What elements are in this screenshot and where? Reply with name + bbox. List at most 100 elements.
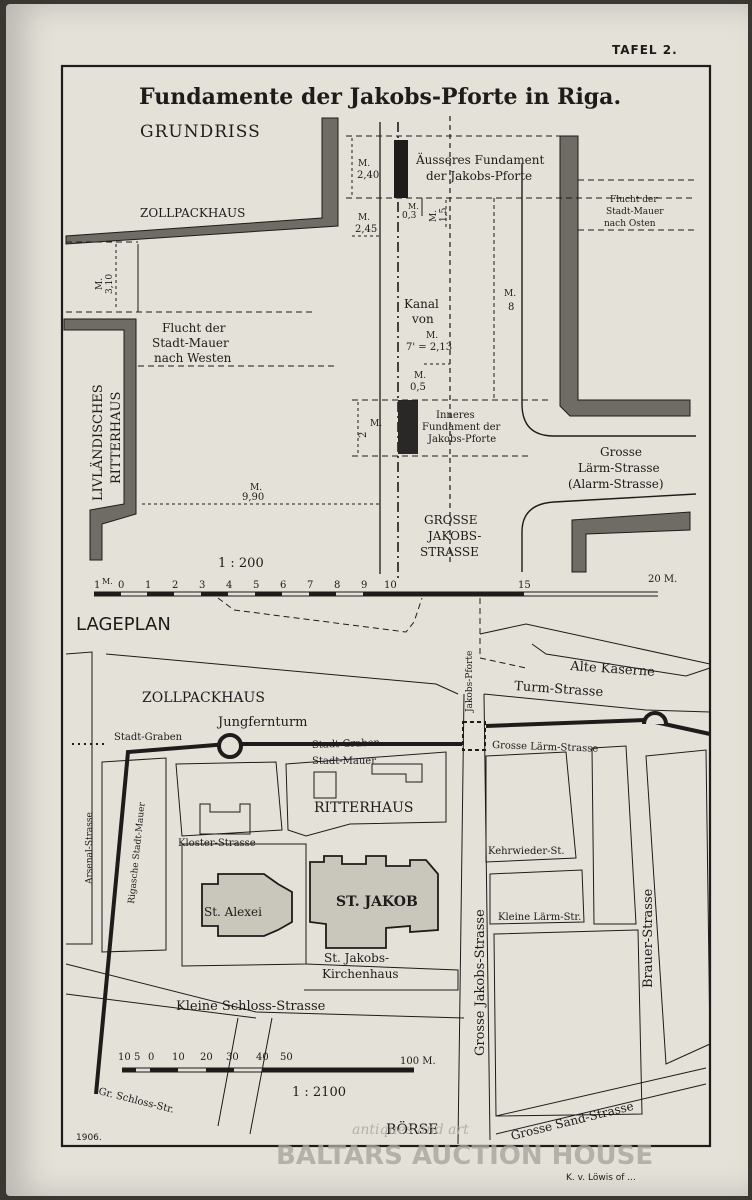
year-label: 1906. bbox=[76, 1133, 102, 1143]
dim-245-prefix: M. bbox=[358, 213, 370, 223]
grundriss-heading: GRUNDRISS bbox=[140, 122, 261, 142]
lageplan-scale-label: 1 : 2100 bbox=[292, 1085, 346, 1100]
block-kirchenhaus bbox=[304, 963, 459, 991]
kanal-label-2: von bbox=[411, 312, 434, 326]
street-edge bbox=[65, 993, 257, 1019]
flucht-west-3: nach Westen bbox=[154, 351, 232, 365]
kanal-label-1: Kanal bbox=[404, 297, 439, 311]
kirchenhaus-label-1: St. Jakobs- bbox=[324, 951, 389, 965]
inner-foundation-label-3: Jakobs-Pforte bbox=[427, 434, 496, 445]
scale-unit: M. bbox=[102, 577, 113, 586]
dim-245: 2,45 bbox=[355, 224, 377, 235]
dim-15: 1,5 bbox=[439, 207, 449, 222]
stadt-graben-label-1: Stadt-Graben bbox=[114, 732, 183, 743]
kehrwieder-label: Kehrwieder-St. bbox=[488, 846, 565, 857]
stadt-mauer-label: Stadt-Mauer bbox=[312, 756, 376, 767]
alte-kaserne-label: Alte Kaserne bbox=[569, 659, 656, 680]
scale-segment bbox=[150, 1068, 178, 1072]
scale-tick: 30 bbox=[226, 1052, 239, 1063]
dim-15-prefix: M. bbox=[429, 210, 439, 222]
block-south-east bbox=[493, 929, 643, 1117]
scale-segment bbox=[147, 592, 174, 596]
block-north bbox=[175, 761, 283, 837]
jakobs-strasse-1: GROSSE bbox=[424, 513, 477, 527]
scale-tick: 15 bbox=[518, 580, 531, 591]
sand-strasse-edge bbox=[495, 1083, 707, 1135]
grosse-sand-label: Grosse Sand-Strasse bbox=[509, 1099, 635, 1143]
scale-tick: 9 bbox=[361, 580, 367, 591]
ritterhaus-label: RITTERHAUS bbox=[314, 800, 413, 816]
kloster-strasse-label: Kloster-Strasse bbox=[178, 838, 256, 849]
dim-05: 0,5 bbox=[410, 382, 426, 393]
st-jakob-church bbox=[309, 855, 439, 949]
grosse-laerm-lageplan-label: Grosse Lärm-Strasse bbox=[492, 740, 599, 755]
dim-03: 0,3 bbox=[402, 211, 417, 221]
lageplan-map: Alte Kaserne Turm-Strasse ZOLLPACKHAUS J… bbox=[65, 623, 711, 1145]
inner-foundation-label-2: Fundament der bbox=[422, 422, 501, 433]
east-city-wall bbox=[559, 135, 691, 417]
scale-segment bbox=[363, 592, 390, 596]
dim-03-prefix: M. bbox=[408, 202, 419, 211]
rigasche-mauer-label: Rigasche Stadt-Mauer bbox=[127, 801, 148, 904]
jungfernturm-tower bbox=[217, 733, 243, 759]
jakobs-street-east bbox=[483, 693, 491, 1141]
block-arsenal bbox=[101, 757, 167, 953]
scale-segment bbox=[390, 592, 524, 596]
dim-2: 2 bbox=[358, 432, 369, 438]
grundriss-scale-label: 1 : 200 bbox=[218, 556, 264, 571]
watermark-top: antiques and art bbox=[352, 1122, 469, 1138]
jakobs-strasse-2: JAKOBS- bbox=[426, 529, 482, 543]
block-east bbox=[591, 745, 637, 925]
scale-tick: 2 bbox=[172, 580, 178, 591]
block-kleine-laerm bbox=[489, 869, 585, 925]
kleine-laerm-label: Kleine Lärm-Str. bbox=[498, 912, 581, 923]
scale-tick: 10 bbox=[118, 1052, 131, 1063]
scale-tick: 5 bbox=[253, 580, 259, 591]
inner-foundation bbox=[398, 400, 418, 454]
kanal-m-prefix: M. bbox=[426, 331, 438, 341]
zollpackhaus-wall bbox=[65, 117, 339, 245]
street-edge-south bbox=[521, 493, 697, 572]
grundriss-plan: ZOLLPACKHAUS LIVLÄNDISCHES RITTERHAUS bbox=[63, 116, 697, 579]
grundriss-scale-bar: 1 M. 0 1 2 3 4 5 6 7 8 9 10 15 20 M. bbox=[94, 574, 677, 597]
plate-label: TAFEL 2. bbox=[612, 43, 678, 57]
scale-tick: 20 bbox=[200, 1052, 213, 1063]
scale-segment bbox=[201, 592, 228, 596]
flucht-west-2: Stadt-Mauer bbox=[152, 336, 229, 350]
scale-tick: 5 bbox=[134, 1052, 140, 1063]
st-alexei-label: St. Alexei bbox=[204, 905, 262, 919]
alte-kaserne-block bbox=[531, 643, 711, 677]
arsenal-strasse-label: Arsenal-Strasse bbox=[85, 812, 95, 885]
brauer-strasse-label: Brauer-Strasse bbox=[641, 888, 656, 988]
scale-segment bbox=[309, 592, 336, 596]
scale-tick: 0 bbox=[148, 1052, 154, 1063]
scale-tick: 100 M. bbox=[400, 1056, 436, 1067]
block-brauer bbox=[645, 749, 711, 1065]
dim-240: 2,40 bbox=[357, 170, 379, 181]
dim-310-prefix: M. bbox=[95, 278, 105, 290]
dim-8-prefix: M. bbox=[504, 289, 516, 299]
kleine-schloss-label: Kleine Schloss-Strasse bbox=[176, 999, 326, 1014]
inner-foundation-label-1: Inneres bbox=[436, 410, 475, 421]
scale-tick: 1 bbox=[145, 580, 151, 591]
jungfernturm-label: Jungfernturm bbox=[216, 715, 308, 730]
stadt-graben-label-2: Stadt-Graben bbox=[312, 738, 381, 751]
author-imprint: K. v. Löwis of ... bbox=[566, 1173, 636, 1183]
zollpackhaus-label: ZOLLPACKHAUS bbox=[140, 206, 245, 220]
building bbox=[371, 763, 423, 783]
jakobs-street-west bbox=[457, 693, 465, 1145]
scale-tick: 10 bbox=[384, 580, 397, 591]
turm-strasse-edge bbox=[483, 693, 711, 713]
dim-2-prefix: M. bbox=[370, 419, 382, 429]
connector-left bbox=[217, 597, 423, 633]
grosse-laerm-3: (Alarm-Strasse) bbox=[568, 477, 664, 491]
dim-05-prefix: M. bbox=[414, 371, 426, 381]
scale-tick: 3 bbox=[199, 580, 205, 591]
scale-tick: 40 bbox=[256, 1052, 269, 1063]
dim-8: 8 bbox=[508, 302, 514, 313]
grosse-laerm-2: Lärm-Strasse bbox=[578, 461, 660, 475]
ritterhaus-block bbox=[285, 751, 447, 837]
outer-foundation bbox=[394, 140, 408, 198]
jakobs-strasse-3: STRASSE bbox=[420, 545, 479, 559]
ritterhaus-wall bbox=[63, 318, 137, 561]
